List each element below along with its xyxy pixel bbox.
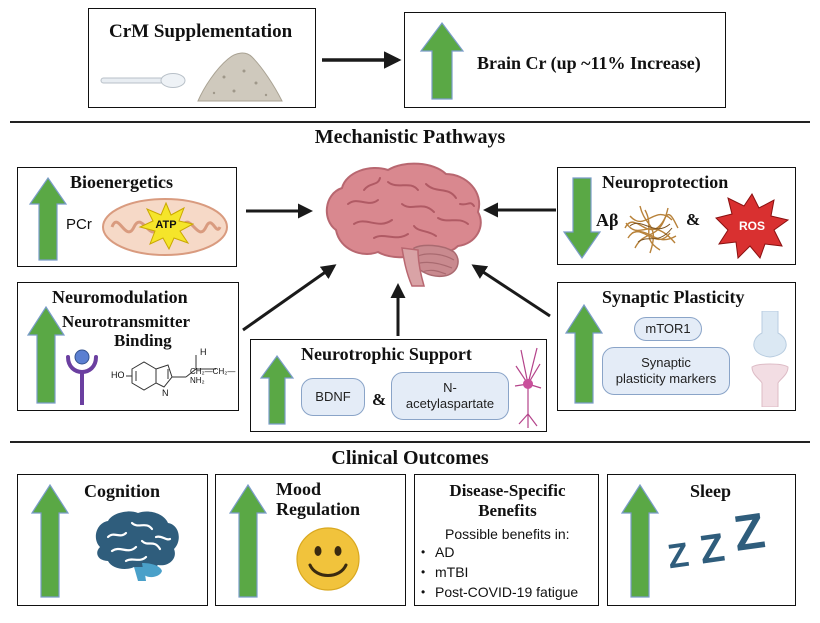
- neuroprotection-title: Neuroprotection: [602, 172, 729, 192]
- chem-ho-label: HO: [111, 370, 125, 380]
- up-arrow-icon: [228, 483, 268, 598]
- receptor-icon: [66, 349, 98, 405]
- mood-box: Mood Regulation: [215, 474, 406, 606]
- up-arrow-icon: [564, 303, 604, 404]
- markers-label-line2: plasticity markers: [615, 371, 717, 386]
- up-arrow-icon: [620, 483, 660, 598]
- synapse-icon: [751, 311, 789, 407]
- markers-label-line1: Synaptic: [641, 355, 691, 370]
- naa-label-line2: acetylaspartate: [405, 396, 495, 411]
- disease-item-post-covid: Post-COVID-19 fatigue: [435, 584, 579, 600]
- sleep-z-medium: Z: [696, 525, 728, 573]
- brain-cr-label: Brain Cr (up ~11% Increase): [477, 53, 701, 73]
- smiley-icon: [296, 527, 360, 591]
- chem-chain-label: CH₂—CH₂—NH₂: [190, 367, 236, 385]
- neuroprotection-box: Neuroprotection Aβ & ROS: [557, 167, 796, 265]
- serotonin-structure-icon: [126, 355, 216, 391]
- up-arrow-icon: [26, 305, 66, 404]
- neurotrophic-box: Neurotrophic Support BDNF & N- acetylasp…: [250, 339, 547, 432]
- disease-bullet: •: [421, 565, 426, 579]
- mood-title-line2: Regulation: [276, 499, 361, 519]
- bdnf-label: BDNF: [315, 389, 351, 404]
- neurotrophic-ampersand: &: [372, 390, 387, 409]
- neuron-icon: [514, 347, 542, 428]
- supplementation-title: CrM Supplementation: [109, 21, 293, 42]
- up-arrow-icon: [259, 354, 295, 425]
- synaptic-title: Synaptic Plasticity: [602, 287, 745, 307]
- ros-burst-icon: [715, 193, 790, 260]
- mtor-pill: mTOR1: [634, 317, 702, 341]
- pcr-label: PCr: [66, 216, 92, 233]
- neuromodulation-title: Neuromodulation: [52, 287, 188, 307]
- atp-label: ATP: [155, 219, 177, 231]
- ros-label: ROS: [738, 219, 765, 233]
- binding-label: Binding: [114, 331, 172, 350]
- sleep-z-large: Z: [730, 502, 769, 562]
- bioenergetics-box: Bioenergetics PCr ATP: [17, 167, 237, 267]
- cognition-title: Cognition: [84, 481, 161, 501]
- atp-burst-icon: [138, 202, 194, 250]
- neuromodulation-box: Neuromodulation Neurotransmitter Binding…: [17, 282, 239, 411]
- synaptic-box: Synaptic Plasticity mTOR1 Synaptic plast…: [557, 282, 796, 411]
- down-arrow-icon: [562, 177, 602, 260]
- bdnf-pill: BDNF: [301, 378, 365, 416]
- mtor-label: mTOR1: [645, 321, 691, 336]
- neurotrophic-title: Neurotrophic Support: [301, 344, 472, 364]
- bioenergetics-title: Bioenergetics: [70, 172, 173, 192]
- disease-item-mtbi: mTBI: [435, 564, 469, 580]
- disease-intro: Possible benefits in:: [445, 526, 570, 542]
- disease-box: Disease-Specific Benefits Possible benef…: [414, 474, 599, 606]
- brain-icon: [326, 162, 482, 287]
- sleep-z-small: Z: [665, 535, 692, 577]
- markers-pill: Synaptic plasticity markers: [602, 347, 730, 395]
- divider-top: [10, 121, 810, 123]
- up-arrow-icon: [28, 176, 68, 261]
- brain-cr-box: Brain Cr (up ~11% Increase): [404, 12, 726, 108]
- cognition-box: Cognition: [17, 474, 208, 606]
- powder-pile-icon: [197, 52, 283, 102]
- supplementation-box: CrM Supplementation: [88, 8, 316, 108]
- spoon-icon: [100, 73, 186, 88]
- chem-h-label: H: [200, 347, 207, 357]
- disease-title-line2: Benefits: [478, 501, 537, 520]
- naa-pill: N- acetylaspartate: [391, 372, 509, 420]
- amyloid-fibril-icon: [624, 205, 679, 254]
- abeta-label: Aβ: [596, 210, 619, 230]
- section-mechanistic-title: Mechanistic Pathways: [314, 126, 506, 148]
- disease-bullet: •: [421, 545, 426, 559]
- mood-title-line1: Mood: [276, 479, 321, 499]
- section-clinical-title: Clinical Outcomes: [331, 447, 489, 469]
- naa-label-line1: N-: [443, 380, 457, 395]
- disease-item-ad: AD: [435, 544, 455, 560]
- neuroprotection-ampersand: &: [686, 210, 701, 229]
- neurotransmitter-label: Neurotransmitter: [62, 312, 191, 331]
- brain-outline-icon: [95, 511, 179, 581]
- disease-bullet: •: [421, 585, 426, 599]
- chem-nh-label: N: [162, 388, 169, 398]
- divider-bottom: [10, 441, 810, 443]
- sleep-box: Sleep Z Z Z: [607, 474, 796, 606]
- up-arrow-icon: [419, 22, 465, 100]
- up-arrow-icon: [30, 483, 70, 598]
- disease-title-line1: Disease-Specific: [449, 481, 566, 500]
- sleep-title: Sleep: [690, 481, 732, 501]
